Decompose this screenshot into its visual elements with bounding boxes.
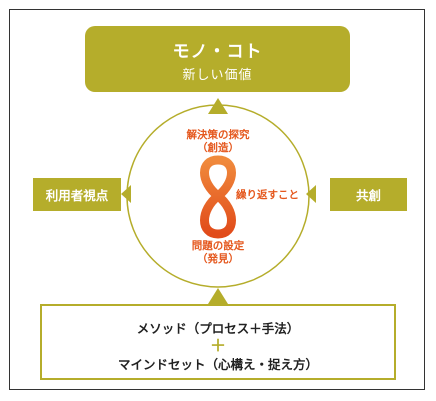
user-perspective-box: 利用者視点 bbox=[33, 178, 121, 211]
infinity-loop-icon bbox=[200, 155, 236, 239]
new-value-box: モノ・コト 新しい価値 bbox=[85, 26, 350, 92]
solution-exploration-text: 解決策の探究 bbox=[186, 129, 250, 141]
arrow-up-bottom bbox=[208, 288, 228, 304]
user-perspective-label: 利用者視点 bbox=[45, 188, 109, 203]
creation-text: （創造） bbox=[197, 142, 239, 154]
problem-setting-label: 問題の設定 （発見） bbox=[168, 240, 268, 266]
problem-setting-text: 問題の設定 bbox=[191, 240, 245, 252]
plus-sign: ＋ bbox=[209, 336, 226, 355]
mindset-text: マインドセット（心構え・捉え方） bbox=[117, 357, 318, 372]
new-value-title: モノ・コト bbox=[172, 42, 263, 62]
solution-exploration-label: 解決策の探究 （創造） bbox=[168, 129, 268, 155]
new-value-subtitle: 新しい価値 bbox=[182, 68, 253, 83]
repeat-label: 繰り返すこと bbox=[236, 189, 299, 201]
discovery-text: （発見） bbox=[197, 253, 239, 265]
arrow-left bbox=[121, 185, 131, 203]
method-text: メソッド（プロセス＋手法） bbox=[136, 321, 300, 336]
co-creation-label: 共創 bbox=[355, 188, 381, 203]
arrow-right bbox=[306, 185, 316, 203]
method-mindset-box: メソッド（プロセス＋手法） ＋ マインドセット（心構え・捉え方） bbox=[40, 304, 396, 380]
co-creation-box: 共創 bbox=[330, 178, 407, 211]
arrow-up-top bbox=[208, 98, 228, 114]
